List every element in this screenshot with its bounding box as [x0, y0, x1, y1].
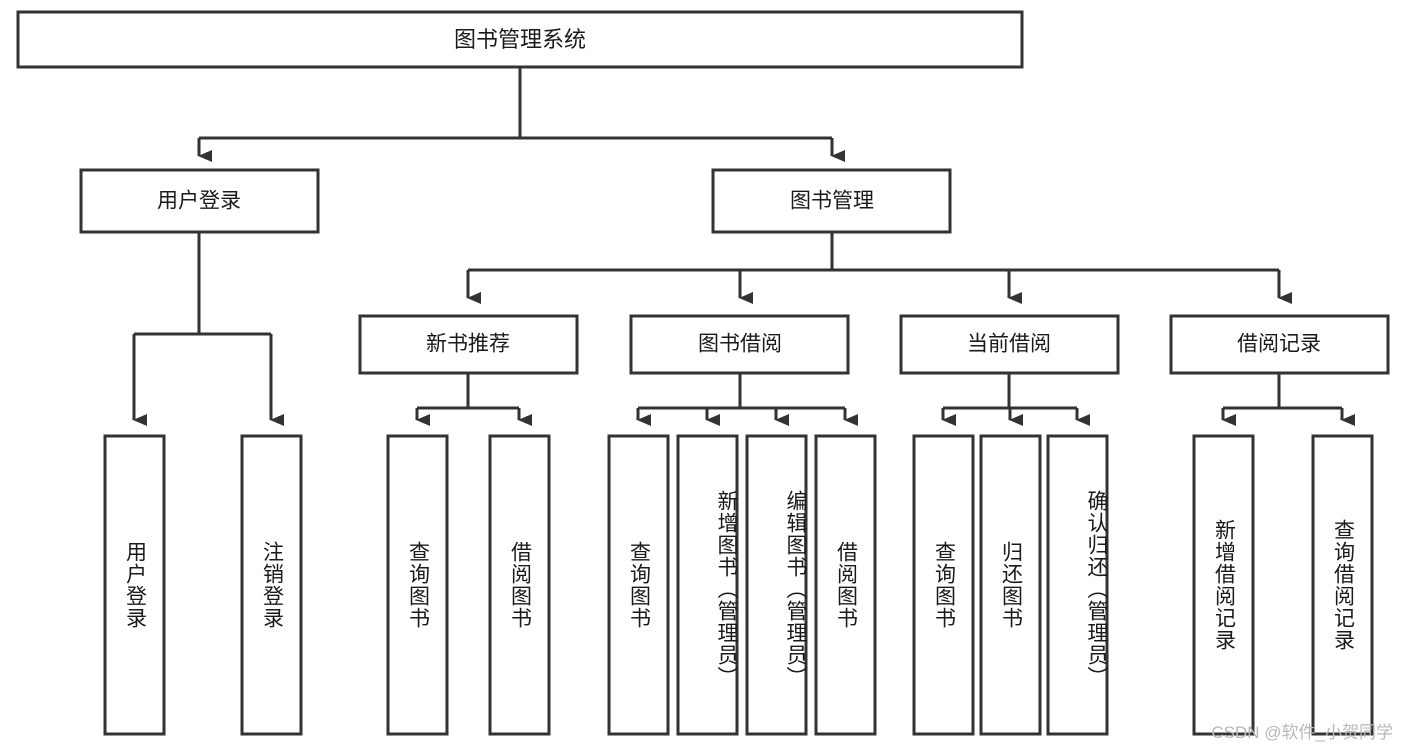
- leaf-box-borrow-book-1[interactable]: [488, 434, 551, 736]
- node-new-book-recommend-label: 新书推荐: [426, 333, 510, 356]
- leaf-box-logout-login[interactable]: [240, 434, 303, 736]
- leaf-box-query-book-3[interactable]: [912, 434, 975, 736]
- leaf-box-query-book-2[interactable]: [607, 434, 670, 736]
- leaf-box-edit-book[interactable]: [745, 434, 808, 736]
- connector-newbook-to-leaves: [415, 373, 532, 426]
- node-root-label: 图书管理系统: [454, 27, 586, 52]
- node-book-borrow-label: 图书借阅: [698, 333, 782, 356]
- node-current-borrow[interactable]: 当前借阅: [899, 314, 1120, 375]
- connector-currentborrow-to-leaves: [941, 373, 1090, 426]
- leaf-box-query-record[interactable]: [1311, 434, 1374, 736]
- leaf-box-user-login[interactable]: [103, 434, 166, 736]
- leaf-box-add-record[interactable]: [1192, 434, 1255, 736]
- node-root[interactable]: 图书管理系统: [16, 10, 1024, 69]
- leaf-box-return-book[interactable]: [979, 434, 1042, 736]
- node-new-book-recommend[interactable]: 新书推荐: [358, 314, 579, 375]
- node-user-login-label: 用户登录: [157, 190, 241, 213]
- leaf-box-confirm-return[interactable]: [1046, 434, 1109, 736]
- connector-bookborrow-to-leaves: [636, 373, 858, 426]
- leaf-box-add-book[interactable]: [676, 434, 739, 736]
- watermark-text: CSDN @软件_小贺同学: [1211, 723, 1393, 742]
- node-current-borrow-label: 当前借阅: [967, 333, 1051, 356]
- connector-userlogin-to-leaves: [132, 232, 284, 426]
- leaf-box-query-book-1[interactable]: [386, 434, 449, 736]
- node-borrow-record-label: 借阅记录: [1237, 333, 1321, 356]
- node-book-borrow[interactable]: 图书借阅: [629, 314, 850, 375]
- leaf-box-borrow-book-2[interactable]: [814, 434, 877, 736]
- node-book-manage[interactable]: 图书管理: [711, 168, 952, 234]
- connector-borrowrecord-to-leaves: [1221, 373, 1355, 426]
- node-borrow-record[interactable]: 借阅记录: [1169, 314, 1390, 375]
- connector-bookmanage-to-level3: [466, 232, 1292, 304]
- node-book-manage-label: 图书管理: [790, 190, 874, 213]
- node-user-login[interactable]: 用户登录: [79, 168, 320, 234]
- connector-root-to-level2: [197, 67, 845, 162]
